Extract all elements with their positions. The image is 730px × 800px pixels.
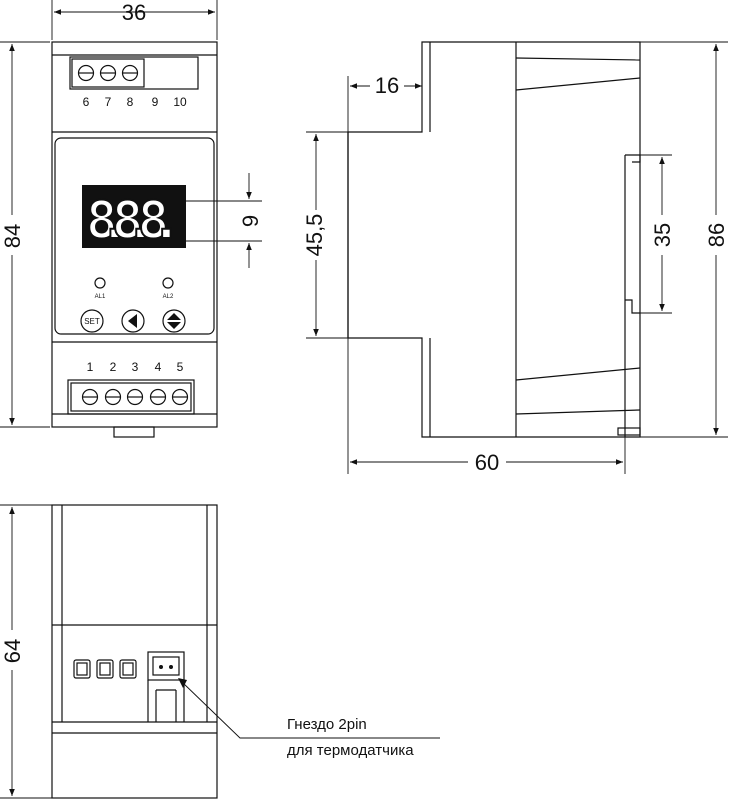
- front-height-label: 84: [0, 224, 25, 248]
- terminal-label: 9: [152, 95, 159, 109]
- up-down-arrow-icon: [167, 313, 181, 329]
- up-down-button[interactable]: [162, 309, 186, 333]
- front-view: 36 84 6 7 8 9 10 8.8.8.: [0, 0, 263, 438]
- led-al1-label: AL1: [95, 294, 106, 300]
- callout-line1: Гнездо 2pin: [287, 716, 367, 733]
- display-height-label: 9: [238, 215, 263, 227]
- set-button[interactable]: SET: [80, 309, 104, 333]
- screw-icon: [99, 64, 117, 82]
- led-al1: [94, 277, 106, 289]
- side-housing: [347, 41, 641, 438]
- bottom-height-label: 64: [0, 639, 25, 663]
- terminal-label: 2: [110, 360, 117, 374]
- sensor-socket[interactable]: [147, 651, 185, 722]
- terminal-label: 8: [127, 95, 134, 109]
- terminal-label: 1: [87, 360, 94, 374]
- terminal-label: 7: [105, 95, 112, 109]
- led-al2-label: AL2: [163, 294, 174, 300]
- top-terminal-block: [69, 56, 199, 90]
- front-width-label: 36: [122, 0, 146, 25]
- led-al2: [162, 277, 174, 289]
- terminal-label: 10: [173, 95, 187, 109]
- side-inner-height-label: 45,5: [302, 214, 327, 257]
- bottom-housing: [51, 504, 218, 799]
- terminal-label: 5: [177, 360, 184, 374]
- left-arrow-button[interactable]: [121, 309, 145, 333]
- bottom-view: 64 Гнездо 2pin для термодатчика: [0, 504, 440, 799]
- set-button-label: SET: [84, 317, 100, 326]
- screw-icon: [121, 64, 139, 82]
- callout-leader: [181, 681, 440, 739]
- callout-line2: для термодатчика: [287, 742, 414, 759]
- din-latch: [113, 426, 155, 438]
- rail-height-label: 35: [650, 223, 675, 247]
- terminal-label: 3: [132, 360, 139, 374]
- side-total-height-label: 86: [704, 223, 729, 247]
- terminal-label: 4: [155, 360, 162, 374]
- side-view: 16 45,5 35 86: [300, 41, 730, 475]
- terminal-label: 6: [83, 95, 90, 109]
- screw-icon: [77, 64, 95, 82]
- display-digits: 8.8.8.: [86, 191, 182, 251]
- left-arrow-icon: [128, 314, 137, 328]
- side-depth-label: 60: [475, 450, 499, 475]
- front-panel: [54, 137, 215, 335]
- side-offset-label: 16: [375, 73, 399, 98]
- bottom-terminal-block: [67, 379, 195, 415]
- display-window: [82, 185, 186, 248]
